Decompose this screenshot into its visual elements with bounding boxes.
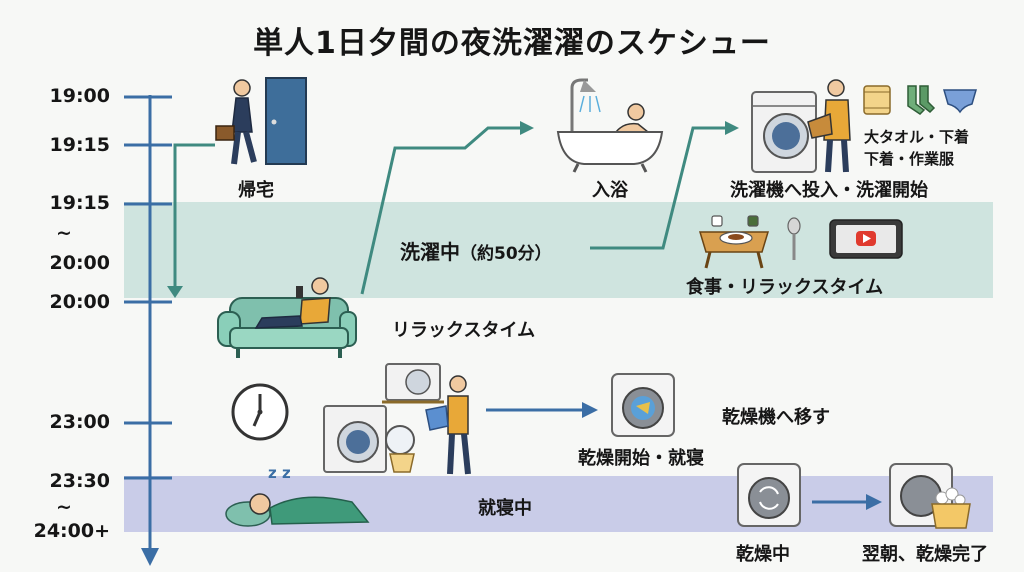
washing-label: 洗濯中（約50分） [400,236,552,265]
sleeping-label: 就寝中 [478,498,532,519]
washing-machine-person-icon [751,79,851,173]
drying-label: 乾燥中 [736,544,790,565]
relax-label: リラックスタイム [392,320,536,341]
dryer-with-basket-icon [889,463,971,529]
time-range-tilde: ~ [56,222,72,244]
bathtub-icon [556,78,664,173]
time-2000-range-end: 20:00 [49,252,110,274]
clock-icon [231,383,289,441]
washing-duration: （約50分） [460,244,552,264]
laundry-items-line1: 大タオル・下着 [864,128,970,146]
washing-text: 洗濯中 [400,240,460,264]
time-2000: 20:00 [49,291,110,313]
diagram-title: 単人1日夕間の夜洗濯濯のスケシュー [253,26,771,61]
spoon-icon [787,217,801,260]
bath-label: 入浴 [592,180,628,201]
time-1915-range-start: 19:15 [49,192,110,214]
move-to-dryer-label: 乾燥機へ移す [722,407,830,428]
laundry-items-line2: 下着・作業服 [864,150,955,168]
meal-table-icon [698,215,770,269]
time-2400: 24:00+ [33,520,110,542]
sleeping-person-icon [225,493,370,527]
time-1915: 19:15 [49,134,110,156]
underwear-icon [943,89,977,114]
drying-dryer-icon [737,463,801,527]
home-label: 帰宅 [238,180,274,201]
washer-dryer-person-icon [323,363,471,475]
person-on-sofa-icon [217,277,357,358]
person-returning-home-icon [215,77,307,165]
time-1900: 19:00 [49,85,110,107]
dry-start-sleep-label: 乾燥開始・就寝 [578,448,704,469]
time-2300: 23:00 [49,411,110,433]
wash-start-label: 洗濯機へ投入・洗濯開始 [730,180,928,201]
meal-relax-label: 食事・リラックスタイム [686,277,884,298]
morning-done-label: 翌朝、乾燥完了 [862,544,988,565]
zzz-text: z z [268,464,291,482]
time-range-tilde-2: ~ [56,496,72,518]
time-2330: 23:30 [49,470,110,492]
tablet-video-icon [829,219,903,259]
socks-icon [907,85,936,115]
towel-icon [863,85,891,115]
dryer-icon [611,373,675,437]
